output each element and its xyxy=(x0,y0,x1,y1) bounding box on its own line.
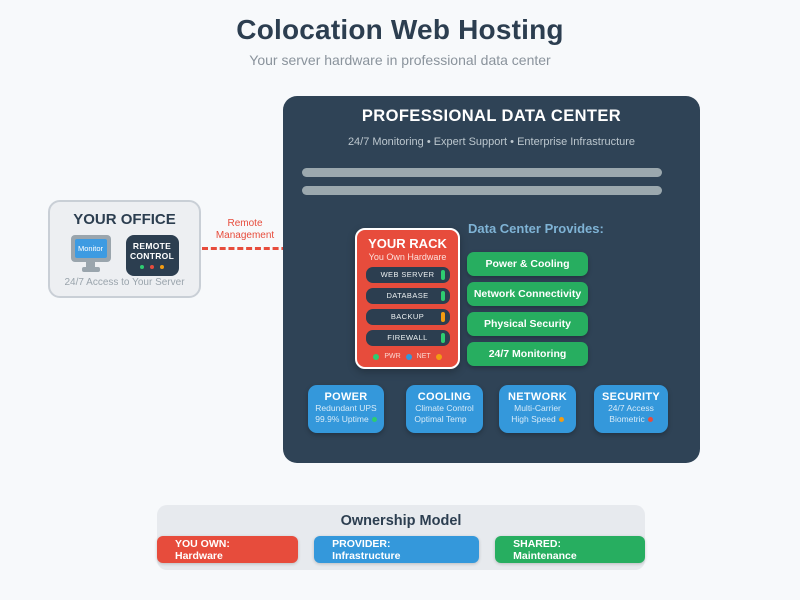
ownership-pills: YOU OWN: Hardware PROVIDER: Infrastructu… xyxy=(157,536,645,563)
server-unit: BACKUP xyxy=(365,309,450,325)
rack-subtitle: You Own Hardware xyxy=(368,252,447,262)
pill-provider: PROVIDER: Infrastructure xyxy=(314,536,480,563)
datacenter-panel: PROFESSIONAL DATA CENTER 24/7 Monitoring… xyxy=(283,96,700,463)
remote-led-row xyxy=(126,265,179,269)
datacenter-subtitle: 24/7 Monitoring • Expert Support • Enter… xyxy=(347,136,636,148)
provides-item-physical-security: Physical Security xyxy=(467,312,588,336)
server-led-icon xyxy=(440,270,445,280)
ownership-panel: Ownership Model YOU OWN: Hardware PROVID… xyxy=(157,505,645,570)
rack-status-leds: PWR NET xyxy=(357,353,458,360)
provides-item-power-cooling: Power & Cooling xyxy=(467,252,588,276)
rack-title: YOUR RACK xyxy=(368,236,447,251)
server-unit: FIREWALL xyxy=(365,330,450,346)
rack-panel: YOUR RACK You Own Hardware WEB SERVER DA… xyxy=(355,228,460,369)
monitor-neck xyxy=(86,262,95,267)
office-panel: YOUR OFFICE Monitor REMOTE CONTROL 24/7 … xyxy=(48,200,201,298)
service-card-power: POWER Redundant UPS 99.9% Uptime xyxy=(308,385,384,433)
server-unit: DATABASE xyxy=(365,288,450,304)
shelf-bar xyxy=(302,168,662,177)
monitor-screen: Monitor xyxy=(74,239,107,258)
server-led-icon xyxy=(440,333,445,343)
provides-item-network-connectivity: Network Connectivity xyxy=(467,282,588,306)
server-led-icon xyxy=(440,291,445,301)
net-led-icon xyxy=(405,353,412,360)
pill-you-own: YOU OWN: Hardware xyxy=(157,536,299,563)
server-unit: WEB SERVER xyxy=(365,267,450,283)
remote-connection-dashed-line xyxy=(202,247,358,250)
led-orange-icon xyxy=(160,265,164,269)
page-subtitle: Your server hardware in professional dat… xyxy=(249,52,551,68)
remote-label-line2: CONTROL xyxy=(129,250,175,261)
remote-label-line1: REMOTE xyxy=(132,241,172,251)
led-green-icon xyxy=(140,265,144,269)
led-red-icon xyxy=(150,265,154,269)
office-caption: 24/7 Access to Your Server xyxy=(64,277,185,288)
provides-item-247-monitoring: 24/7 Monitoring xyxy=(467,342,588,366)
office-icons: Monitor REMOTE CONTROL xyxy=(50,235,199,277)
remote-management-label: Remote Management xyxy=(215,218,275,241)
service-card-cooling: COOLING Climate Control Optimal Temp xyxy=(406,385,483,433)
service-card-network: NETWORK Multi-Carrier High Speed xyxy=(499,385,576,433)
page-title: Colocation Web Hosting xyxy=(236,14,564,45)
pill-shared: SHARED: Maintenance xyxy=(495,536,645,563)
remote-control: REMOTE CONTROL xyxy=(125,235,179,276)
status-dot-icon xyxy=(647,417,653,423)
shelf-bar xyxy=(302,186,662,195)
provides-title: Data Center Provides: xyxy=(468,221,604,236)
status-dot-icon xyxy=(371,417,377,423)
monitor-base xyxy=(81,267,100,272)
activity-led-icon xyxy=(435,353,442,360)
status-dot-icon xyxy=(470,417,475,422)
ownership-title: Ownership Model xyxy=(340,513,462,529)
datacenter-title: PROFESSIONAL DATA CENTER xyxy=(361,107,622,125)
monitor-icon: Monitor xyxy=(70,235,111,272)
server-led-icon xyxy=(440,312,445,322)
status-dot-icon xyxy=(558,417,564,423)
office-title: YOUR OFFICE xyxy=(73,211,176,228)
service-card-security: SECURITY 24/7 Access Biometric xyxy=(594,385,668,433)
pwr-led-icon xyxy=(373,353,380,360)
